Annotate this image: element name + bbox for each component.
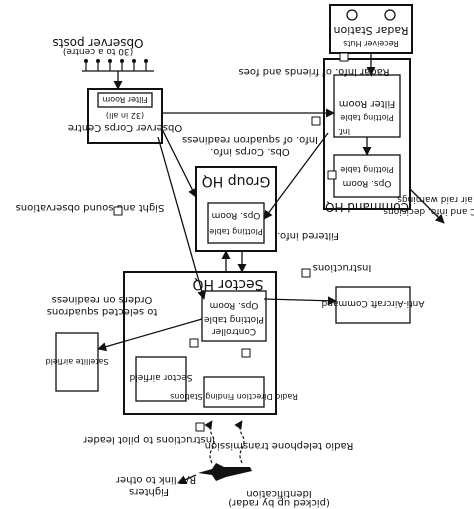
label-bbc: to BBC and info. decisions [383, 206, 474, 216]
label-filtered-info: Filtered info. [277, 230, 339, 241]
filter-plotting-label: Plotting table [340, 113, 393, 122]
command-hq-box [323, 58, 411, 210]
label-air-raid: on air raid warnings [397, 194, 474, 204]
sector-plotting-label: Plotting table [204, 314, 265, 324]
phone-link-icon-2 [195, 422, 205, 432]
observer-filter-label: Filter Room [102, 95, 147, 104]
link-orders [97, 318, 203, 352]
observer-posts-sub: (30 to a centre) [63, 46, 133, 56]
sector-ops-label: Ops. Room [210, 300, 259, 310]
label-instructions: Instructions [313, 262, 372, 273]
label-pilot-leader: instructions to pilot leader [82, 434, 215, 445]
radar-label: Radar Station [333, 24, 408, 37]
sector-hq-label: Sector HQ [192, 276, 263, 292]
label-sight-sound: Sight and sound observations [16, 202, 165, 213]
label-obs-corps: Obs. Corps info. [210, 146, 290, 157]
link-radio-wave-left [234, 420, 245, 464]
label-to-squadrons: to selected squadrons [47, 306, 158, 317]
filter-room-label: Filter Room [339, 98, 395, 109]
label-radar-info: Radar info. of friends and foes [238, 66, 389, 77]
command-ops-box [333, 154, 401, 198]
observer-centre-sub: (32 in all) [106, 111, 144, 120]
link-instructions [263, 296, 337, 306]
observer-centre-label: Observer Corps Centre [68, 122, 182, 133]
label-radio-tel: Radio telephone transmission [205, 440, 354, 451]
phone-link-icon-7 [311, 116, 321, 126]
observer-centre-box [87, 88, 163, 144]
satellite-airfield-label: Satellite airfield [46, 357, 109, 366]
filter-inf-label: Inf. [338, 127, 350, 136]
command-ops-label: Ops. Room [343, 178, 392, 188]
command-hq-label: Command HQ [325, 200, 409, 214]
group-hq-label: Group HQ [202, 173, 271, 189]
sector-airfield-box [135, 356, 187, 402]
label-picked-up: (picked up by radar) [228, 497, 330, 508]
aa-command-label: Anti-Aircraft Command [322, 298, 425, 308]
link-observer-to-group [161, 128, 197, 198]
sector-controller-label: Controller [212, 326, 257, 336]
group-hq-box [195, 166, 277, 252]
radio-df-label: Radio Direction Finding Stations [170, 392, 298, 401]
label-identification: Identification [246, 488, 312, 499]
radar-hut-icon-1 [384, 9, 396, 21]
command-plotting-label: Plotting table [340, 165, 393, 174]
satellite-airfield-box [55, 332, 99, 392]
link-observer-to-sector [157, 136, 207, 300]
radar-hut-icon-2 [346, 9, 358, 21]
label-info-readiness: Info. of squadron readiness [182, 134, 318, 145]
phone-link-icon-3 [189, 338, 199, 348]
phone-link-icon-8 [327, 170, 337, 180]
observer-posts-label: Observer posts [52, 36, 143, 50]
group-ops-box [207, 202, 265, 244]
label-rt-link: R/T link to other [115, 474, 196, 485]
phone-link-icon-1 [241, 348, 251, 358]
link-radio-wave-right [204, 420, 215, 464]
phone-link-icon-5 [113, 206, 123, 216]
sector-airfield-label: Sector airfield [130, 372, 193, 382]
link-filtered-info [263, 132, 329, 220]
phone-link-icon-4 [301, 268, 311, 278]
label-fighters: Fighters [129, 486, 169, 497]
observer-filter-box [97, 92, 153, 108]
observer-posts-icon [82, 59, 154, 72]
sector-hq-box [123, 271, 277, 415]
label-orders: Orders on readiness [52, 294, 153, 305]
link-rt [177, 474, 197, 484]
phone-link-icon-6 [339, 52, 349, 62]
group-plotting-label: Plotting table [209, 227, 262, 236]
aircraft-icon [198, 463, 252, 481]
group-ops-label: Ops. Room [212, 210, 261, 220]
sector-ops-box [201, 290, 267, 342]
radar-sub-label: Receiver Huts [343, 39, 399, 48]
link-bbc [409, 188, 445, 224]
radio-df-box [203, 376, 265, 408]
